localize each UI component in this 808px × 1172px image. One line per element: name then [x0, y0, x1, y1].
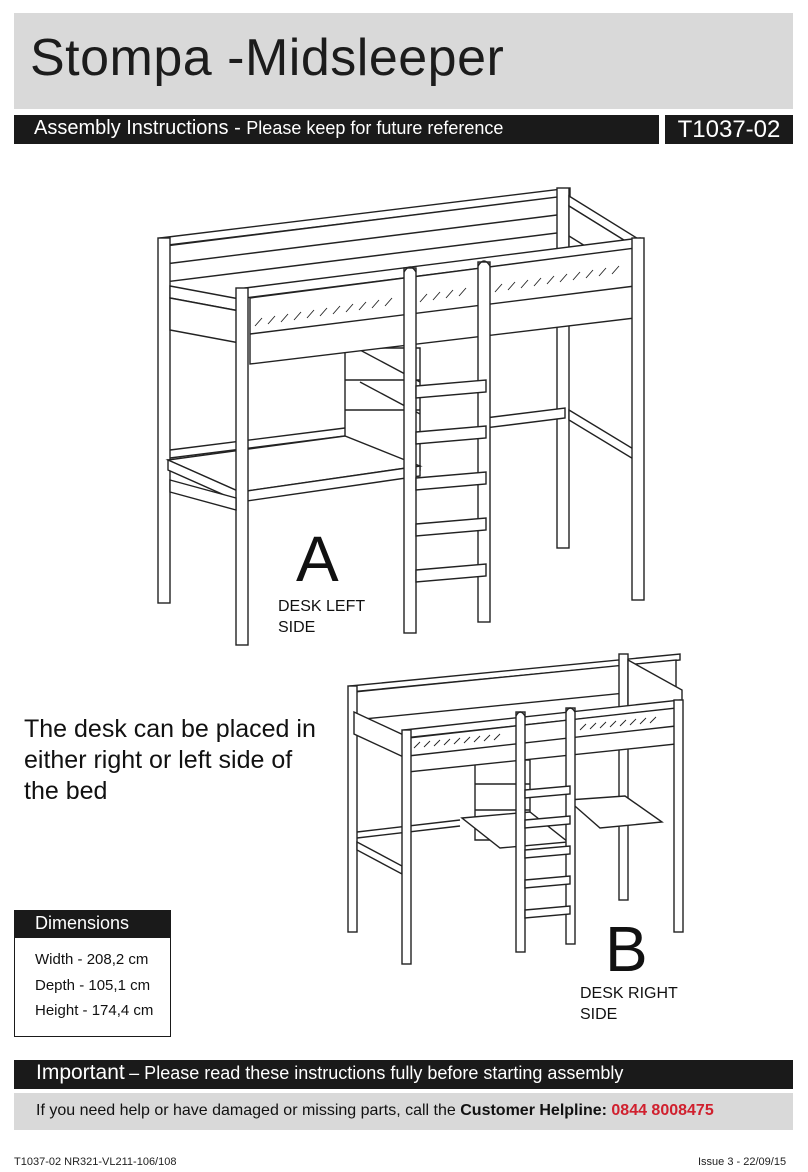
dimension-height-value: 174,4 cm	[91, 1002, 154, 1019]
variant-b-label-line2: SIDE	[580, 1006, 618, 1023]
important-bar	[14, 1060, 793, 1089]
subtitle: Assembly Instructions - Please keep for …	[34, 117, 503, 140]
product-code-bar	[665, 115, 793, 144]
dimension-height: Height - 174,4 cm	[35, 1002, 153, 1019]
variant-a-letter: A	[296, 523, 339, 595]
title-band	[14, 13, 793, 109]
product-code: T1037-02	[677, 116, 781, 143]
dimension-width-label: Width -	[35, 951, 83, 968]
subtitle-main: Assembly Instructions -	[34, 117, 241, 139]
bed-illustration-b	[347, 653, 684, 965]
dimension-width-value: 208,2 cm	[86, 951, 149, 968]
important-text: – Please read these instructions fully b…	[129, 1063, 624, 1083]
dimension-width: Width - 208,2 cm	[35, 951, 148, 968]
dimensions-header	[14, 910, 171, 938]
variant-a-label: DESK LEFT SIDE	[278, 596, 418, 638]
important-notice: Important – Please read these instructio…	[36, 1061, 623, 1085]
page-title: Stompa -Midsleeper	[30, 29, 505, 87]
variant-b-letter: B	[605, 913, 648, 985]
dimension-depth: Depth - 105,1 cm	[35, 977, 150, 994]
subtitle-note: Please keep for future reference	[246, 118, 504, 138]
footer-issue: Issue 3 - 22/09/15	[698, 1156, 787, 1168]
desk-placement-note: The desk can be placed in either right o…	[24, 715, 316, 805]
variant-b-label-line1: DESK RIGHT	[580, 985, 678, 1002]
subtitle-bar	[14, 115, 659, 144]
variant-b-label: DESK RIGHT SIDE	[580, 983, 720, 1025]
helpline: If you need help or have damaged or miss…	[36, 1102, 714, 1120]
variant-a-label-line1: DESK LEFT	[278, 598, 366, 615]
dimensions-heading: Dimensions	[35, 913, 130, 933]
variant-a-label-line2: SIDE	[278, 619, 316, 636]
helpline-label: Customer Helpline:	[460, 1102, 607, 1119]
helpline-text: If you need help or have damaged or miss…	[36, 1102, 456, 1119]
helpline-phone: 0844 8008475	[611, 1102, 714, 1119]
helpline-band	[14, 1093, 793, 1130]
dimension-height-label: Height -	[35, 1002, 88, 1019]
dimension-depth-label: Depth -	[35, 977, 85, 994]
important-label: Important	[36, 1061, 125, 1084]
footer-code: T1037-02 NR321-VL211-106/108	[14, 1156, 177, 1168]
bed-illustration-a	[157, 187, 645, 646]
dimension-depth-value: 105,1 cm	[88, 977, 151, 994]
